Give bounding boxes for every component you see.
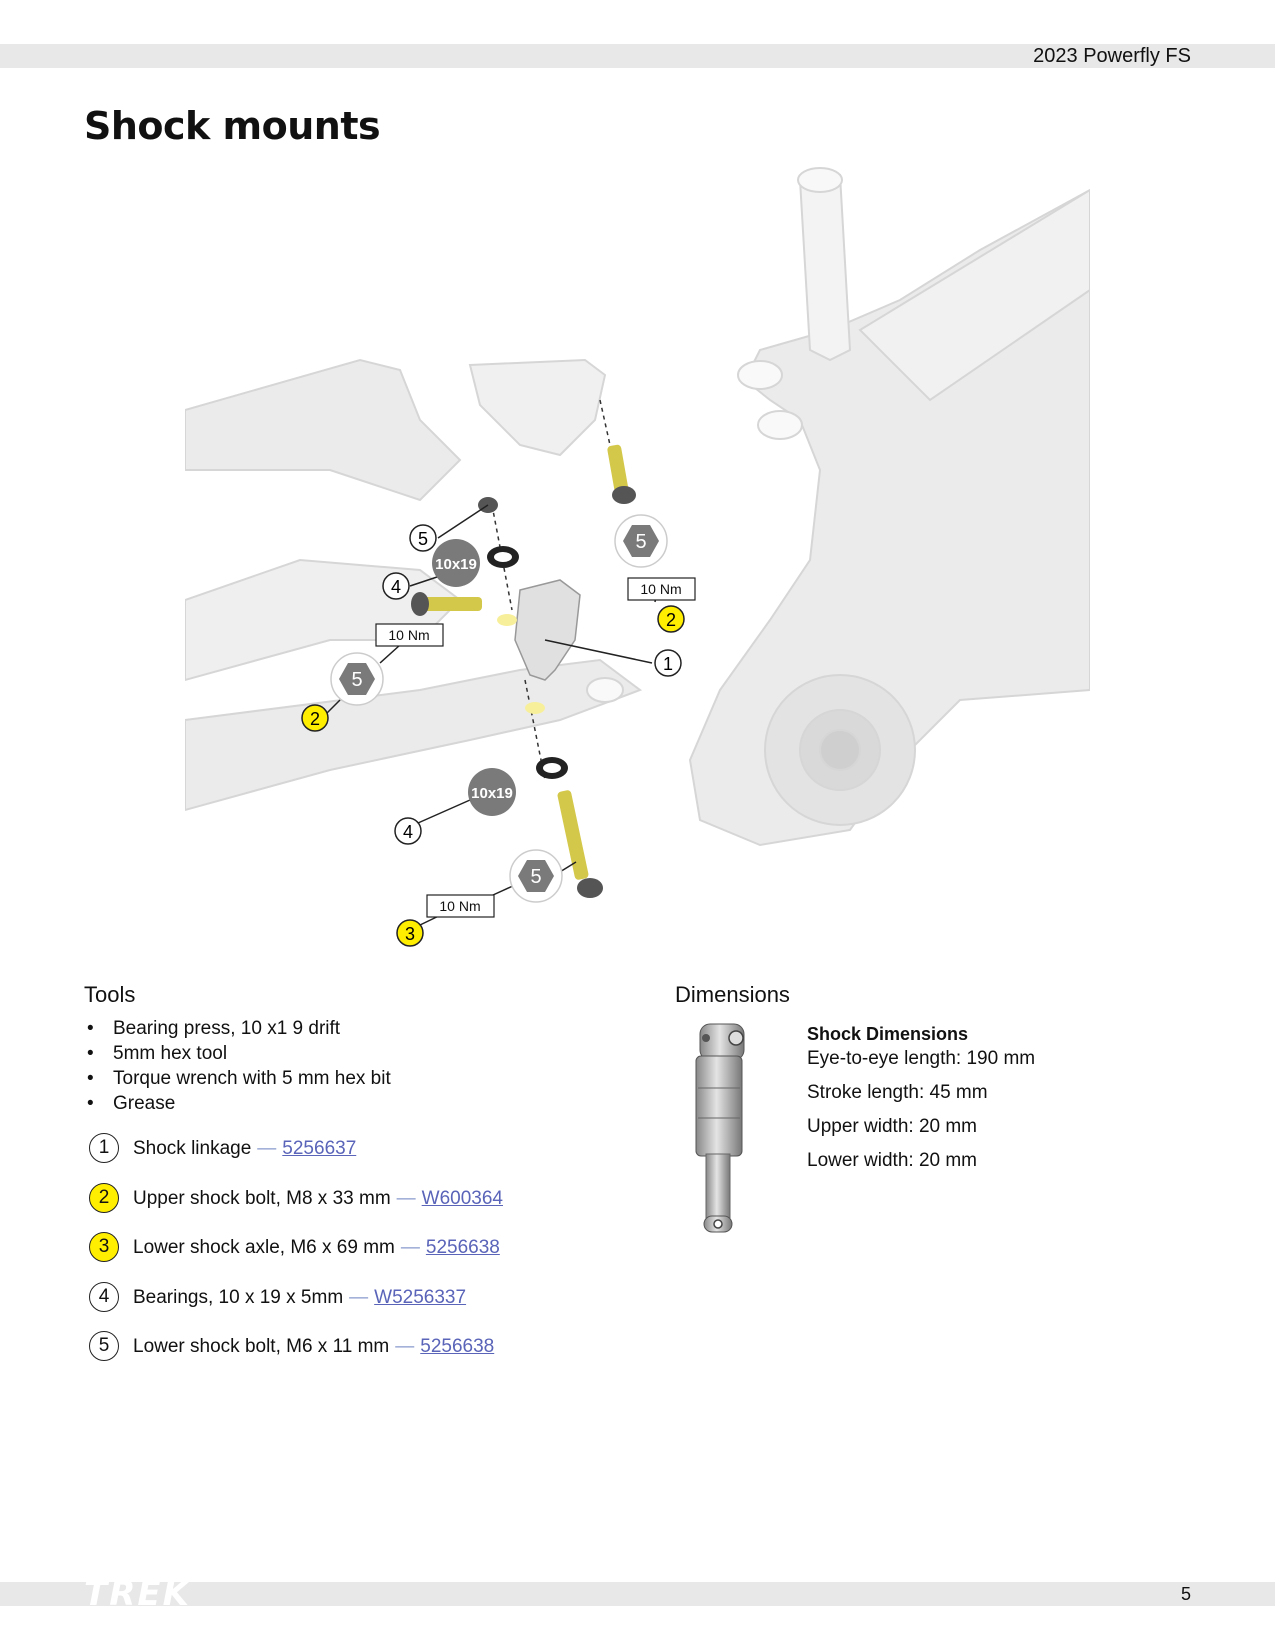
lower-shock-axle [557,790,589,880]
part-row: 4 Bearings, 10 x 19 x 5mm — W5256337 [89,1281,503,1336]
svg-text:10 Nm: 10 Nm [640,581,681,597]
bike-frame-illustration [185,167,1090,847]
tool-item: 5mm hex tool [84,1041,391,1066]
part-number-link[interactable]: 5256638 [425,1237,500,1258]
torque-label-lower: 10 Nm [426,894,495,918]
shock-dimensions-title: Shock Dimensions [807,1024,969,1044]
left-shock-bolt [420,597,482,611]
part-number-link[interactable]: W5256337 [374,1286,467,1308]
tool-item: Torque wrench with 5 mm hex bit [84,1066,391,1091]
svg-text:10 Nm: 10 Nm [388,627,429,643]
part-name: Bearings, 10 x 19 x 5mm [133,1286,344,1308]
callout-4-lower: 4 [394,817,422,845]
callout-1: 1 [654,649,682,677]
svg-text:5: 5 [351,669,362,691]
header-bar [0,44,1275,68]
svg-text:4: 4 [391,577,401,597]
svg-text:10x19: 10x19 [471,785,513,802]
upper-shock-bolt [607,444,629,496]
parts-list: 1 Shock linkage — 5256637 2 Upper shock … [89,1133,503,1385]
part-number-link[interactable]: W600364 [421,1187,503,1209]
shock-linkage-part [514,579,581,681]
part-name: Shock linkage [133,1138,252,1159]
part-separator: — [349,1286,369,1308]
svg-text:2: 2 [666,610,676,630]
tools-heading: Tools [84,982,136,1007]
part-number-badge: 1 [89,1133,119,1163]
dimensions-heading: Dimensions [675,982,790,1007]
shock-dimensions: Shock Dimensions Eye-to-eye length: 190 … [807,1023,1035,1183]
svg-text:10x19: 10x19 [435,556,477,573]
footer-bar [0,1582,1275,1606]
callout-3: 3 [396,919,424,947]
part-name: Lower shock bolt, M6 x 11 mm [133,1336,390,1357]
part-separator: — [395,1336,415,1357]
part-separator: — [257,1138,277,1159]
callout-2-left: 2 [301,704,329,732]
bearing-badge-upper: 10x19 [432,539,480,587]
svg-text:2: 2 [310,709,320,729]
dimension-line: Upper width: 20 mm [807,1116,978,1137]
svg-text:3: 3 [405,924,415,944]
svg-text:1: 1 [663,654,673,674]
part-number-link[interactable]: 5256637 [282,1138,357,1159]
tool-item: Grease [84,1091,391,1116]
bearing-badge-lower: 10x19 [468,768,516,816]
hex-badge-upper-right: 5 [614,514,668,568]
part-separator: — [396,1187,416,1209]
hex-badge-lower: 5 [509,849,563,903]
svg-text:5: 5 [635,531,646,553]
svg-text:10 Nm: 10 Nm [439,898,480,914]
part-number-badge: 2 [89,1182,119,1213]
part-row: 3 Lower shock axle, M6 x 69 mm — 5256638 [89,1232,503,1286]
page-number: 5 [1180,1584,1191,1604]
page-title: Shock mounts [84,104,381,148]
dimension-line: Stroke length: 45 mm [807,1082,988,1103]
dimension-line: Eye-to-eye length: 190 mm [807,1048,1036,1069]
callout-5-upper: 5 [409,524,437,552]
tool-item: Bearing press, 10 x1 9 drift [84,1016,391,1041]
svg-text:TREK: TREK [84,1580,192,1608]
rear-shock-illustration [695,1023,745,1233]
part-name: Lower shock axle, M6 x 69 mm [133,1237,395,1258]
svg-text:5: 5 [418,529,428,549]
part-row: 5 Lower shock bolt, M6 x 11 mm — 5256638 [89,1331,503,1385]
svg-text:4: 4 [403,822,413,842]
torque-label-left: 10 Nm [375,623,444,647]
shock-mount-diagram: 10x19 10x19 5 5 5 10 Nm 10 Nm 10 Nm 5 [185,167,1090,947]
dimension-line: Lower width: 20 mm [807,1150,978,1171]
part-separator: — [400,1237,420,1258]
hex-badge-left: 5 [330,652,384,706]
svg-text:5: 5 [530,866,541,888]
trek-logo: TREK [84,1580,192,1608]
document-title: 2023 Powerfly FS [1033,45,1191,67]
part-number-badge: 4 [89,1281,119,1312]
part-number-badge: 3 [89,1232,119,1262]
callout-2-upper: 2 [657,605,685,633]
part-number-link[interactable]: 5256638 [420,1336,495,1357]
callout-4-upper: 4 [382,572,410,600]
tools-list: Bearing press, 10 x1 9 drift 5mm hex too… [84,1016,391,1116]
part-row: 1 Shock linkage — 5256637 [89,1133,503,1187]
part-row: 2 Upper shock bolt, M8 x 33 mm — W600364 [89,1182,503,1237]
part-name: Upper shock bolt, M8 x 33 mm [133,1187,391,1209]
assembly-lines [491,399,611,781]
part-number-badge: 5 [89,1331,119,1361]
torque-label-upper-right: 10 Nm [627,577,696,601]
